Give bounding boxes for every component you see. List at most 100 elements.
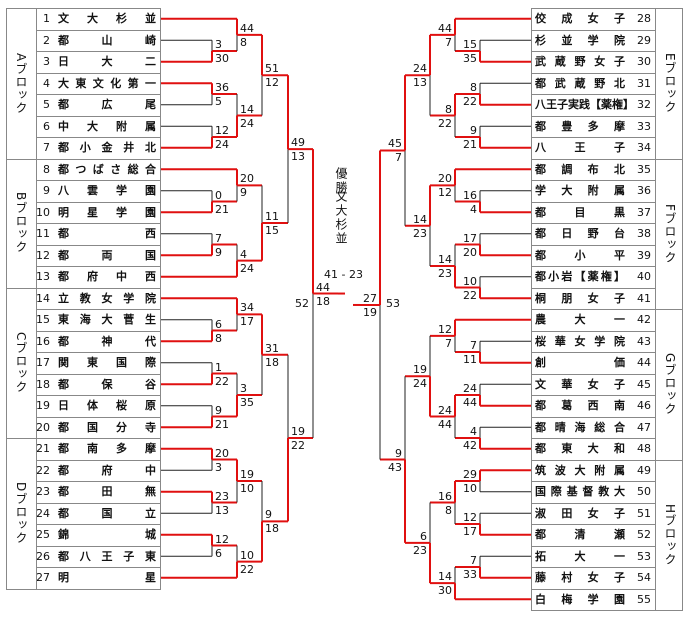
- block-label: Fブロック: [663, 203, 677, 264]
- team-name: 都国立: [58, 506, 156, 520]
- team-name: 八王子: [535, 141, 625, 154]
- row-divider: [36, 416, 161, 418]
- team-name: 都両国: [58, 248, 156, 262]
- team-number: 32: [637, 98, 651, 111]
- match-score: 9: [395, 446, 402, 460]
- row-divider: [531, 545, 655, 547]
- team-name: 創価: [535, 356, 625, 369]
- match-score: 9: [265, 508, 272, 522]
- team-number: 44: [637, 356, 651, 369]
- match-score: 3: [240, 382, 247, 395]
- team-number: 26: [36, 549, 50, 563]
- team-number: 37: [637, 205, 651, 219]
- team-number: 12: [36, 248, 50, 262]
- team-number: 38: [637, 227, 651, 240]
- match-score: 18: [265, 522, 279, 536]
- team-number: 51: [637, 506, 651, 520]
- match-score: 14: [413, 212, 427, 226]
- team-name: 武蔵野女子: [535, 55, 625, 68]
- team-name: 淑田女子: [535, 506, 625, 520]
- team-name: 都府中: [58, 463, 156, 477]
- team-name: 筑波大附属: [535, 463, 625, 477]
- match-score: 12: [215, 532, 229, 546]
- winner-label: 優勝: [334, 167, 348, 195]
- team-name: 白梅学園: [535, 592, 625, 606]
- team-name: 大東文化第一: [58, 76, 156, 90]
- match-score: 3: [215, 460, 222, 474]
- block-divider: [6, 158, 36, 160]
- match-score: 14: [438, 570, 452, 584]
- team-number: 1: [43, 12, 50, 25]
- row-divider: [531, 352, 655, 353]
- team-name: 杉並学院: [535, 33, 625, 47]
- team-number: 31: [637, 76, 651, 90]
- team-number: 7: [43, 141, 50, 154]
- match-score: 44: [316, 280, 330, 294]
- block-divider: [655, 158, 683, 160]
- team-name: 桐朋女子: [535, 291, 625, 305]
- team-number: 15: [36, 313, 50, 326]
- match-score: 44: [240, 21, 254, 35]
- match-score: 22: [215, 374, 229, 388]
- block-divider: [6, 287, 36, 289]
- row-divider: [36, 373, 161, 375]
- match-score: 15: [265, 224, 279, 237]
- row-divider: [531, 244, 655, 246]
- team-number: 21: [36, 442, 50, 455]
- block-label: Bブロック: [14, 192, 28, 254]
- team-name: 都山崎: [58, 33, 156, 47]
- match-score: 27: [363, 291, 377, 305]
- block-label: Cブロック: [14, 332, 28, 394]
- team-number: 13: [36, 270, 50, 283]
- row-divider: [531, 180, 655, 181]
- match-score: 24: [438, 403, 452, 417]
- match-score: 20: [240, 172, 254, 186]
- match-score: 8: [445, 503, 452, 517]
- match-score: 19: [413, 363, 427, 377]
- match-score: 9: [240, 186, 247, 200]
- match-score: 24: [413, 62, 427, 76]
- team-name: 都清瀬: [535, 528, 625, 541]
- row-divider: [36, 29, 161, 31]
- row-divider: [531, 438, 655, 439]
- match-score: 8: [215, 331, 222, 345]
- row-divider: [36, 481, 161, 482]
- match-score: 23: [413, 543, 427, 557]
- match-score: 24: [240, 116, 254, 130]
- match-score: 18: [265, 355, 279, 369]
- row-divider: [36, 395, 161, 396]
- row-divider: [531, 567, 655, 568]
- match-score: 0: [215, 188, 222, 202]
- match-score: 22: [463, 95, 477, 108]
- match-score: 9: [215, 245, 222, 259]
- team-number: 5: [43, 98, 50, 111]
- match-score: 9: [470, 124, 477, 137]
- match-score: 18: [316, 294, 330, 308]
- match-score: 4: [240, 247, 247, 261]
- match-score: 19: [240, 468, 254, 481]
- match-score: 23: [413, 226, 427, 240]
- team-name: 都豊多摩: [535, 119, 625, 133]
- match-score: 52: [295, 297, 309, 310]
- team-entry: 創価 44: [531, 353, 655, 373]
- match-score: 6: [215, 546, 222, 560]
- row-divider: [531, 416, 655, 418]
- team-name: 桜華女学院: [535, 334, 625, 348]
- row-divider: [531, 266, 655, 267]
- team-name: 農大一: [535, 313, 625, 326]
